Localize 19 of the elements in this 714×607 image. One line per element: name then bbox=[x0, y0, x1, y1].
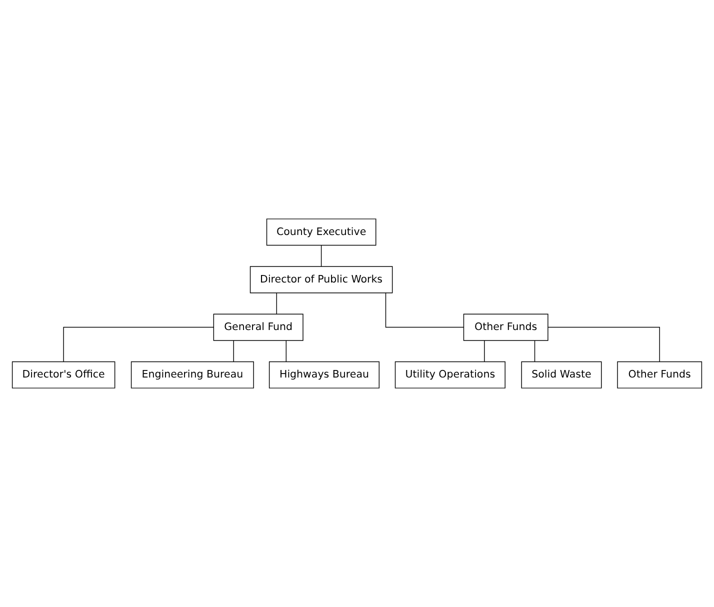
node-box: General Fund bbox=[213, 314, 304, 341]
node-box: Other Funds bbox=[617, 361, 702, 388]
connector bbox=[233, 340, 234, 362]
node-box: Other Funds bbox=[463, 314, 548, 341]
connector bbox=[286, 340, 287, 362]
node-box: Director of Public Works bbox=[250, 266, 393, 294]
node-box: Engineering Bureau bbox=[130, 361, 254, 388]
node-box: County Executive bbox=[266, 218, 376, 246]
connector bbox=[484, 340, 485, 362]
node-box: Highways Bureau bbox=[268, 361, 380, 388]
node-box: Utility Operations bbox=[394, 361, 506, 388]
node-box: Director's Office bbox=[12, 361, 116, 388]
connector bbox=[534, 340, 536, 362]
connector bbox=[63, 326, 214, 362]
connector bbox=[548, 326, 660, 362]
node-box: Solid Waste bbox=[521, 361, 602, 388]
connector bbox=[385, 292, 464, 328]
connector bbox=[320, 245, 322, 267]
connector bbox=[276, 292, 277, 314]
